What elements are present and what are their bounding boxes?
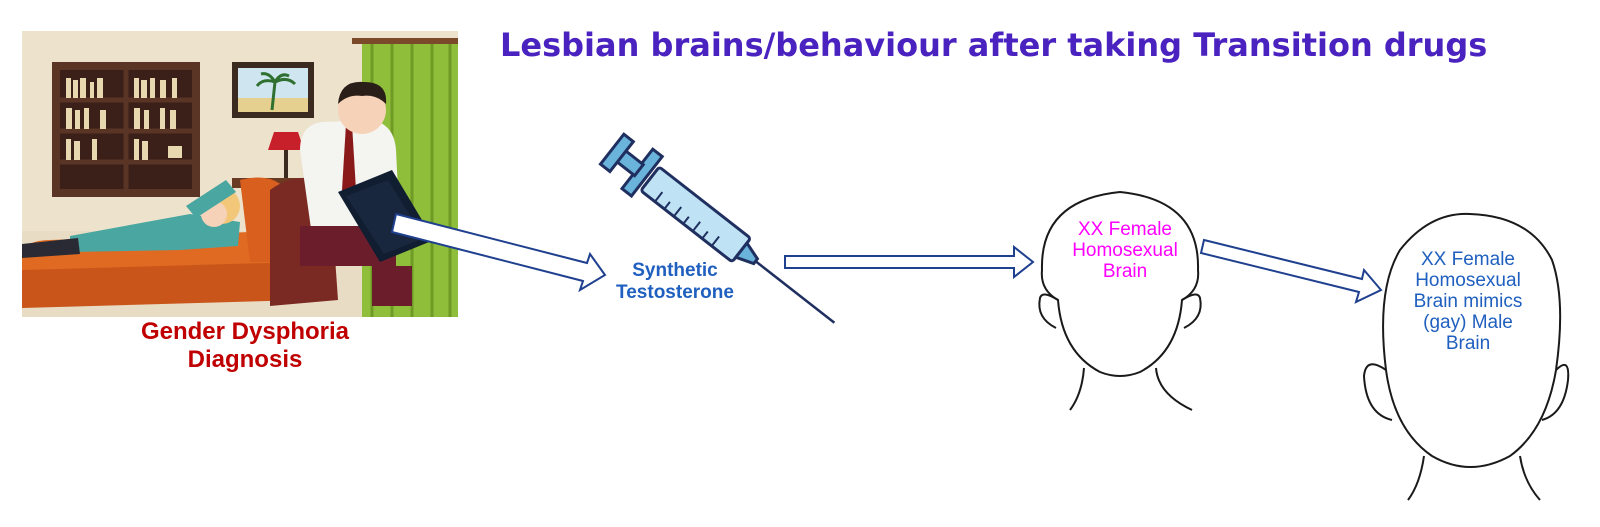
brain-before-label: XX Female Homosexual Brain (1050, 219, 1200, 282)
head-outline-before (1038, 190, 1202, 411)
diagnosis-line-2: Diagnosis (187, 346, 303, 373)
brain-after-line-2: Homosexual (1415, 270, 1521, 291)
syringe-icon (598, 132, 836, 324)
brain-before-line-3: Brain (1102, 261, 1148, 282)
brain-before-line-1: XX Female (1078, 219, 1172, 240)
drug-line-1: Synthetic (632, 260, 718, 281)
drug-label: Synthetic Testosterone (600, 260, 750, 304)
arrow-brain-to-brain (1199, 238, 1383, 304)
drug-line-2: Testosterone (616, 282, 734, 303)
brain-after-line-5: Brain (1445, 333, 1491, 354)
brain-after-label: XX Female Homosexual Brain mimics (gay) … (1393, 249, 1543, 354)
brain-after-line-1: XX Female (1421, 249, 1515, 270)
therapy-session-illustration (22, 31, 458, 317)
diagnosis-line-1: Gender Dysphoria (140, 318, 350, 345)
arrow-diagnosis-to-drug (390, 212, 607, 293)
page-title: Lesbian brains/behaviour after taking Tr… (500, 26, 1488, 64)
arrow-drug-to-brain (784, 244, 1035, 280)
diagnosis-label: Gender Dysphoria Diagnosis (112, 318, 378, 374)
brain-before-line-2: Homosexual (1072, 240, 1178, 261)
brain-after-line-3: Brain mimics (1413, 291, 1523, 312)
brain-after-line-4: (gay) Male (1423, 312, 1513, 333)
head-outline-after (1362, 212, 1570, 501)
